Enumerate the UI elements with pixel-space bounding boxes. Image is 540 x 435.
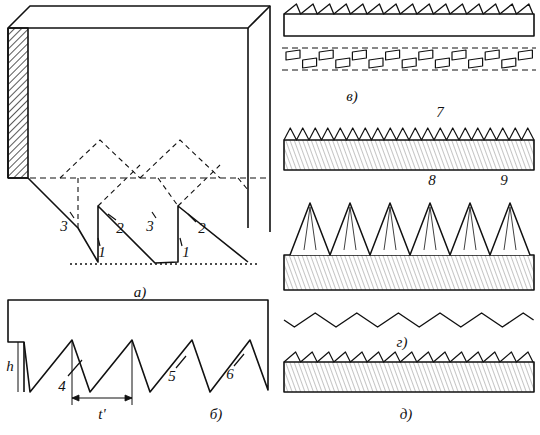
saw-tooth: [485, 50, 499, 60]
saw-tooth: [424, 207, 436, 250]
callout-number: 2: [197, 221, 207, 236]
saw-tooth: [284, 352, 533, 362]
saw-tooth: [284, 4, 533, 14]
callout-number: 6: [225, 367, 235, 382]
saw-tooth: [469, 58, 483, 68]
callout-number: 1: [181, 245, 191, 260]
dimension-label: h: [5, 359, 15, 374]
saw-tooth: [464, 207, 476, 250]
callout-number: 3: [145, 219, 155, 234]
callout-number: 5: [167, 369, 177, 384]
saw-tooth: [435, 58, 449, 68]
saw-tooth: [504, 207, 516, 250]
saw-tooth: [344, 207, 356, 250]
callout-number: 2: [115, 221, 125, 236]
callout-number: 1: [97, 245, 107, 260]
callout-number: 3: [59, 219, 69, 234]
saw-tooth: [304, 207, 316, 250]
saw-tooth: [518, 50, 532, 60]
saw-tooth: [319, 50, 333, 60]
saw-tooth: [384, 207, 396, 250]
panel-label: в): [345, 89, 359, 104]
callout-number: 4: [57, 379, 67, 394]
saw-tooth: [303, 58, 317, 68]
saw-tooth: [419, 50, 433, 60]
dimension-label: t': [97, 407, 106, 422]
panel-label: а): [133, 285, 148, 300]
callout-number: 7: [435, 105, 445, 120]
saw-tooth: [290, 203, 530, 255]
saw-tooth: [402, 58, 416, 68]
panel-label: б): [209, 407, 224, 422]
saw-tooth: [336, 58, 350, 68]
panel-label: г): [396, 335, 409, 350]
panel-label: д): [399, 407, 414, 422]
saw-tooth: [502, 58, 516, 68]
saw-tooth: [452, 50, 466, 60]
saw-tooth: [286, 50, 300, 60]
saw-tooth: [284, 128, 534, 140]
saw-tooth: [369, 58, 383, 68]
callout-number: 8: [427, 173, 437, 188]
callout-number: 9: [499, 173, 509, 188]
saw-tooth: [352, 50, 366, 60]
saw-tooth: [386, 50, 400, 60]
